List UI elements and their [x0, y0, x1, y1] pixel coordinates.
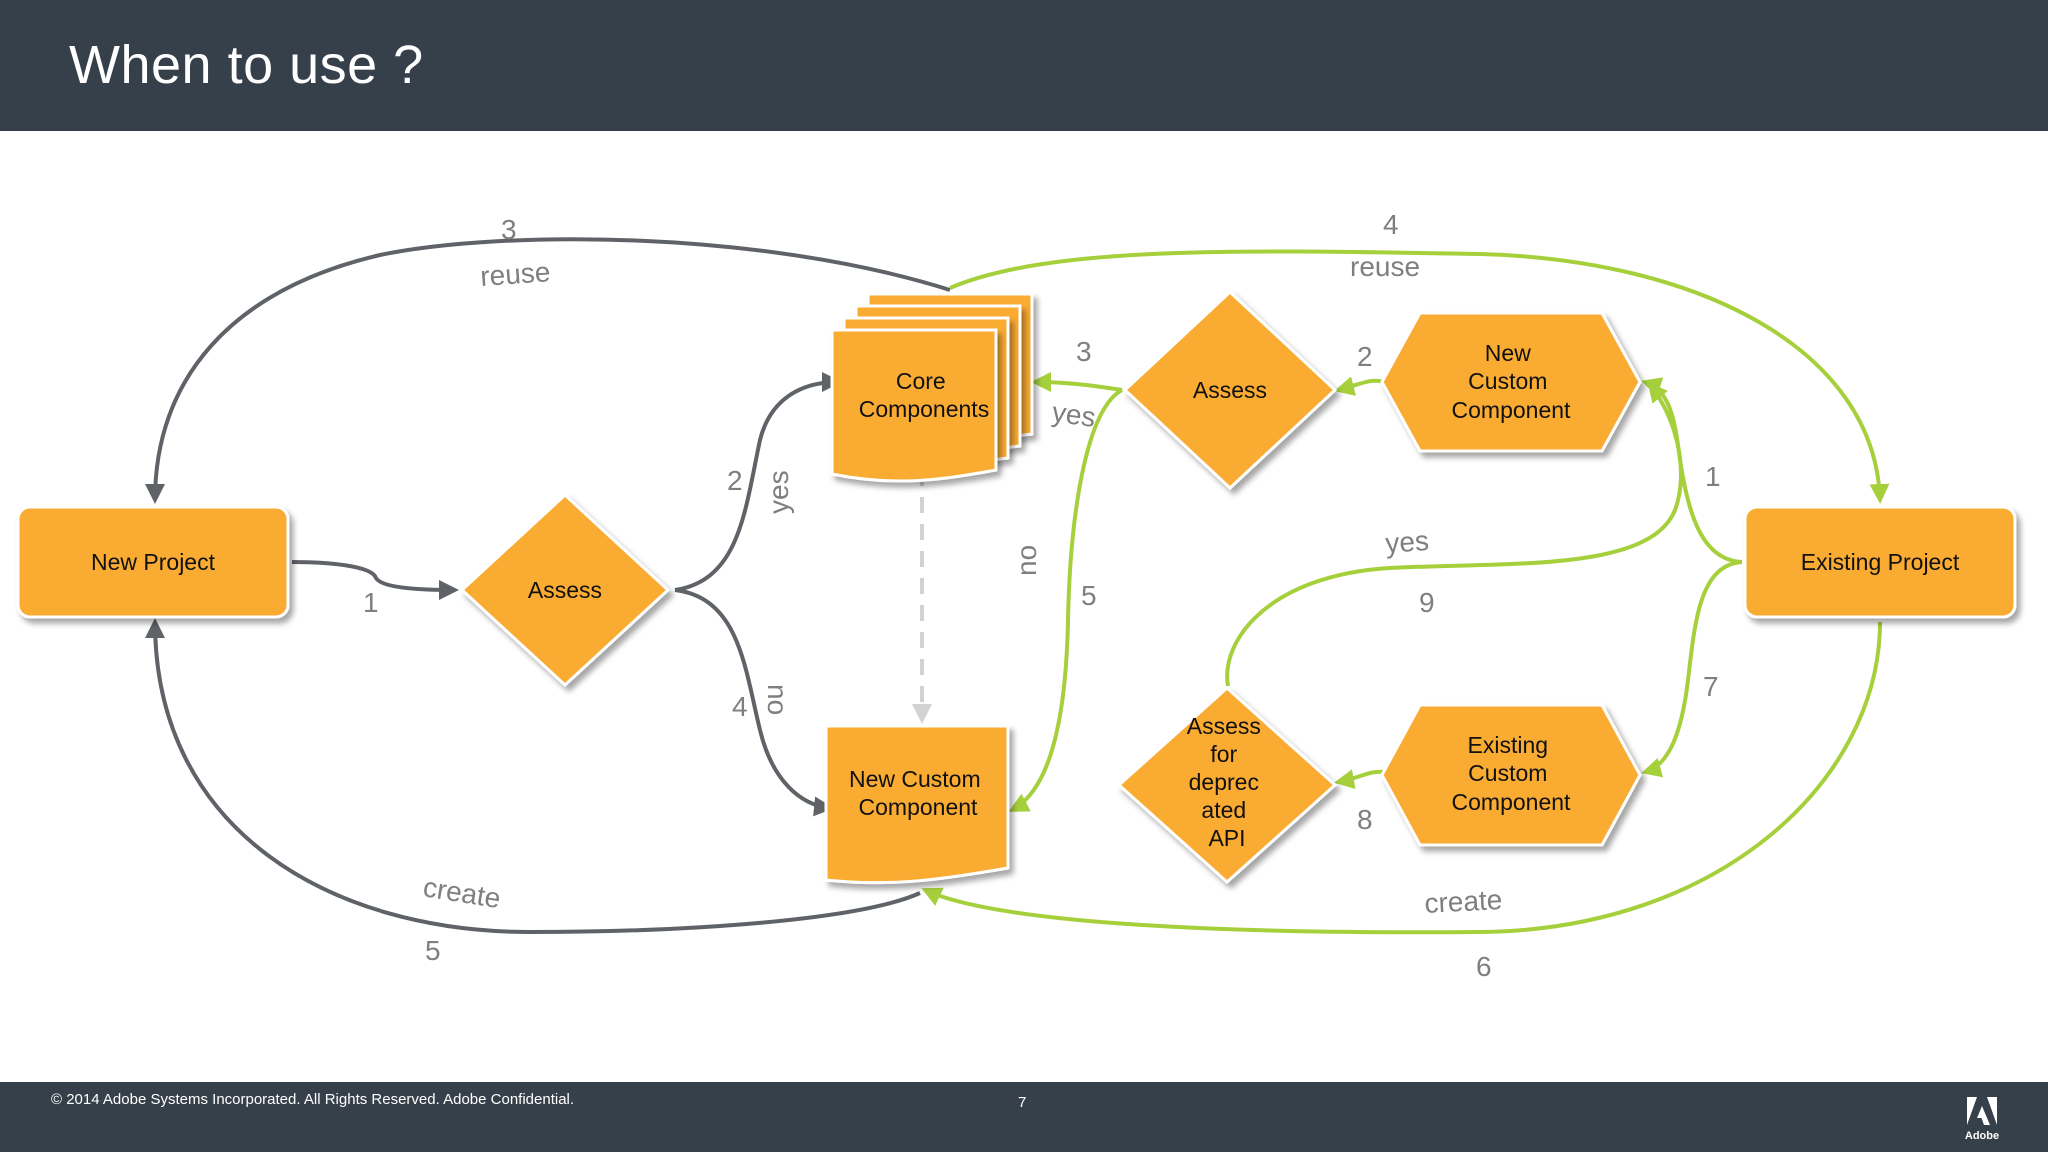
edge-existing-custom-to-deprecated: [1334, 769, 1386, 789]
edge-reuse-to-new-project: [145, 237, 951, 504]
node-core-components[interactable]: Core Components: [830, 292, 1034, 483]
edge-yes-loop: [1225, 381, 1683, 687]
edge-labels: 3 reuse 4 reuse 1 2 yes 4 no create 5 3 …: [363, 209, 1721, 982]
edge-create-from-existing: [921, 621, 1882, 935]
label-no-left: no: [762, 684, 793, 715]
new-custom-right-line-1: New: [1485, 340, 1531, 366]
node-assess-right-label: Assess: [1193, 377, 1267, 403]
node-existing-project-label: Existing Project: [1801, 549, 1960, 575]
deprecated-line-1: Assess: [1187, 713, 1261, 739]
edge-existing-to-existing-custom: [1641, 560, 1743, 778]
label-no-right-num: 5: [1081, 580, 1097, 611]
edge-existing-to-new-custom-right: [1641, 377, 1743, 564]
edge-create-to-new-project: [145, 618, 921, 935]
node-assess-left-label: Assess: [528, 577, 602, 603]
label-create-right: create: [1424, 884, 1503, 919]
label-yes-right-num: 3: [1076, 336, 1092, 367]
node-assess-right[interactable]: Assess: [1122, 289, 1338, 491]
edges-existing-project: [921, 249, 1890, 935]
label-reuse-right: reuse: [1350, 251, 1420, 282]
node-existing-custom-label: Existing Custom Component: [1452, 732, 1572, 815]
core-line-1: Core: [896, 368, 946, 394]
edge-new-custom-to-assess: [1334, 376, 1386, 396]
label-create-left: create: [421, 871, 503, 914]
edges-new-project: [145, 237, 951, 935]
footer-copyright: © 2014 Adobe Systems Incorporated. All R…: [51, 1091, 575, 1108]
existing-custom-line-3: Component: [1452, 789, 1572, 815]
edge-assess-yes-to-core: [674, 372, 842, 592]
node-core-components-label: Core Components: [859, 368, 989, 422]
adobe-logo-icon: Adobe: [1965, 1097, 1999, 1142]
node-assess-deprecated-label: Assess for deprec ated API: [1187, 713, 1268, 851]
label-step7: 7: [1703, 671, 1719, 702]
label-assess-right-num: 2: [1357, 341, 1373, 372]
label-no-right: no: [1011, 545, 1042, 576]
deprecated-line-2: for: [1210, 741, 1237, 767]
label-reuse-left-num: 3: [501, 214, 517, 245]
label-yes-left-num: 2: [727, 465, 743, 496]
node-assess-deprecated[interactable]: Assess for deprec ated API: [1116, 685, 1338, 885]
slide-footer: © 2014 Adobe Systems Incorporated. All R…: [0, 1082, 2048, 1152]
new-custom-right-line-3: Component: [1452, 397, 1572, 423]
new-custom-right-line-2: Custom: [1468, 368, 1547, 394]
new-custom-left-line-2: Component: [859, 794, 979, 820]
node-new-custom-component-right[interactable]: New Custom Component: [1380, 311, 1642, 453]
deprecated-line-3: deprec: [1189, 769, 1259, 795]
node-new-custom-component-left[interactable]: New Custom Component: [824, 724, 1010, 885]
label-create-right-num: 6: [1476, 951, 1492, 982]
edge-new-project-to-assess: [291, 560, 459, 600]
page-number: 7: [1018, 1094, 1027, 1111]
node-new-custom-right-label: New Custom Component: [1452, 340, 1572, 423]
edge-reuse-to-existing-project: [949, 249, 1890, 504]
node-existing-custom-component[interactable]: Existing Custom Component: [1380, 703, 1642, 847]
node-new-project-label: New Project: [91, 549, 216, 575]
existing-custom-line-2: Custom: [1468, 760, 1547, 786]
label-step1-right: 1: [1705, 461, 1721, 492]
node-existing-project[interactable]: Existing Project: [1743, 505, 2017, 619]
node-new-custom-left-label: New Custom Component: [849, 766, 987, 820]
label-create-left-num: 5: [425, 935, 441, 966]
edge-assess-no-to-new-custom-left: [1008, 388, 1124, 812]
label-reuse-left: reuse: [479, 256, 551, 292]
core-line-2: Components: [859, 396, 989, 422]
label-reuse-right-num: 4: [1383, 209, 1399, 240]
label-step8: 8: [1357, 804, 1373, 835]
node-assess-left[interactable]: Assess: [459, 492, 671, 688]
label-yes-left: yes: [763, 470, 794, 514]
deprecated-line-4: ated: [1201, 797, 1246, 823]
label-no-left-num: 4: [732, 691, 748, 722]
existing-custom-line-1: Existing: [1468, 732, 1549, 758]
label-yes-loop: yes: [1384, 525, 1430, 559]
deprecated-line-5: API: [1208, 825, 1245, 851]
label-yes-loop-num: 9: [1419, 587, 1435, 618]
node-new-project[interactable]: New Project: [16, 505, 290, 619]
label-yes-right: yes: [1050, 396, 1097, 433]
slide-header: When to use ?: [0, 0, 2048, 131]
edge-assess-no-to-new-custom: [674, 588, 834, 817]
slide-title: When to use ?: [69, 35, 424, 95]
label-step1-left: 1: [363, 587, 379, 618]
adobe-logo-text: Adobe: [1965, 1130, 1999, 1142]
edge-assess-yes-to-core-right: [1031, 372, 1123, 393]
new-custom-left-line-1: New Custom: [849, 766, 981, 792]
